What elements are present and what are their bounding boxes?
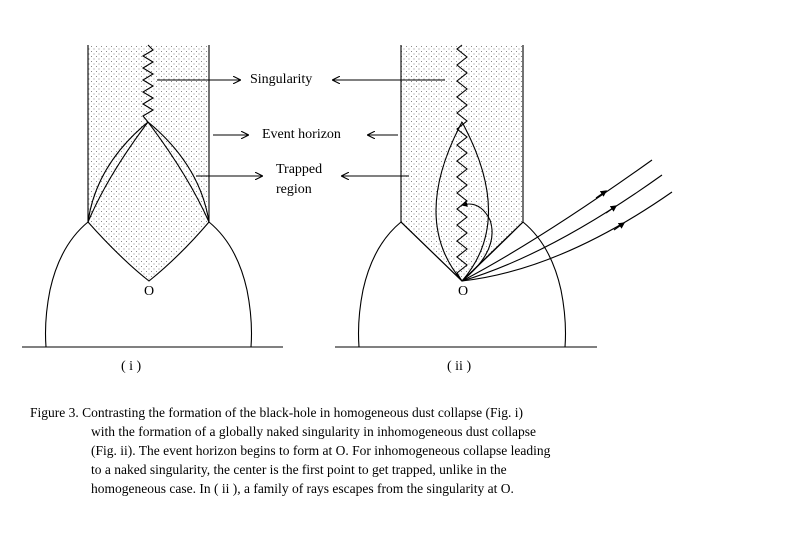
panel-i-trapped-boundary-right [147, 121, 210, 223]
panel-i-singularity-zigzag [141, 44, 155, 123]
singularity-label: Singularity [250, 72, 313, 87]
panel-i-dust-region [88, 45, 209, 281]
panel-ii-label: ( ii ) [447, 359, 472, 374]
panel-ii-ray-1-arrow [595, 190, 608, 199]
panel-ii-ray-2-arrow [605, 205, 618, 214]
panel-ii-trapped-boundary-left [400, 221, 463, 282]
panel-i-label: ( i ) [121, 359, 142, 374]
panel-i-outer-curve-right [208, 221, 253, 348]
panel-i-diagram [22, 44, 283, 348]
panel-ii-event-horizon-right [461, 121, 490, 282]
panel-ii-event-horizon-left [435, 121, 463, 282]
trapped-region-label-line2: region [276, 182, 312, 197]
panel-ii-escaping-ray-3 [461, 191, 673, 282]
caption-line-4: to a naked singularity, the center is th… [91, 462, 507, 477]
panel-i-outer-curve-left [44, 221, 89, 348]
trapped-region-label-line1: Trapped [276, 162, 323, 177]
origin-label-panel-i: O [144, 284, 155, 299]
panel-ii-singularity-zigzag [456, 44, 468, 282]
panel-ii-ray-3-arrow [613, 222, 626, 231]
panel-ii-trapped-ray-arrow [460, 200, 493, 282]
figure-caption: Figure 3. Contrasting the formation of t… [30, 403, 730, 498]
panel-i-inner-curve [87, 221, 210, 282]
label-arrows [157, 80, 445, 176]
panel-ii-outer-curve-left [357, 221, 402, 348]
caption-line-2: with the formation of a globally naked s… [91, 424, 537, 439]
panel-ii-escaping-ray-2 [461, 174, 663, 282]
panel-ii-outer-curve-right [522, 221, 567, 348]
event-horizon-label: Event horizon [262, 127, 341, 142]
panel-ii-diagram [335, 44, 673, 348]
panel-ii-dust-region [401, 45, 523, 281]
panel-i-trapped-boundary-left [87, 121, 149, 223]
caption-line-1: Figure 3. Contrasting the formation of t… [30, 405, 524, 420]
caption-line-3: (Fig. ii). The event horizon begins to f… [91, 443, 551, 458]
origin-label-panel-ii: O [458, 284, 469, 299]
caption-line-5: homogeneous case. In ( ii ), a family of… [91, 481, 514, 496]
panel-i-event-horizon-right [147, 121, 210, 223]
panel-ii-escaping-ray-1 [461, 159, 653, 282]
panel-i-event-horizon-left [87, 121, 149, 223]
